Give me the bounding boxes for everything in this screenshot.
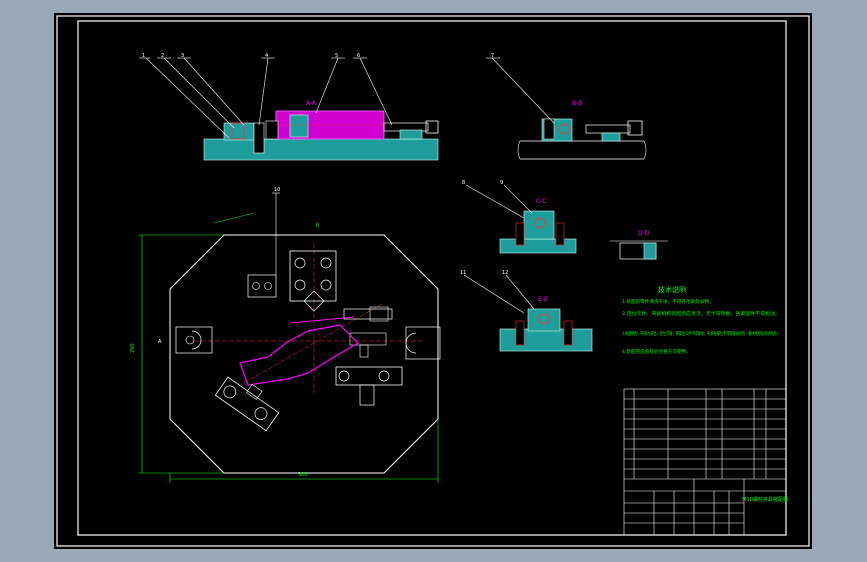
section-c: C-C 8 9 xyxy=(462,180,577,254)
section-e: E-E 11 12 xyxy=(460,270,593,352)
side-screw xyxy=(585,124,631,134)
balloon-1: 1 xyxy=(142,53,145,59)
front-pin xyxy=(253,122,265,154)
drawing-canvas: A-A 1 2 3 4 5 6 xyxy=(56,15,810,547)
balloon-6: 6 xyxy=(357,53,360,59)
balloon-7: 7 xyxy=(491,53,494,59)
balloon-2: 2 xyxy=(161,53,164,59)
front-left-bolt xyxy=(231,122,245,140)
balloon-3: 3 xyxy=(181,53,184,59)
balloon-10: 10 xyxy=(274,187,280,193)
inner-border xyxy=(77,20,787,536)
front-jaw xyxy=(265,120,279,140)
drawing-title: M10螺柱夹具装配图 xyxy=(742,496,788,503)
technical-notes: 技术说明 1.装配前零件清洗干净，不得有毛刺及异物。 2.定位元件、夹紧机构装配… xyxy=(622,285,780,355)
notes-line-4: 4.装配完成后检验合格方可使用。 xyxy=(622,348,691,355)
section-mark-top: B xyxy=(316,223,320,229)
section-label-small: D-D xyxy=(638,230,650,237)
notes-heading: 技术说明 xyxy=(658,285,686,294)
balloon-8: 8 xyxy=(462,180,465,186)
section-label-lower: E-E xyxy=(538,296,548,303)
section-d: D-D xyxy=(610,230,668,260)
balloon-11: 11 xyxy=(460,270,466,276)
side-view: B-B 7 xyxy=(486,53,647,160)
outer-border xyxy=(56,15,810,547)
front-knob xyxy=(425,120,439,134)
octagon-base xyxy=(169,234,439,474)
plan-view: 300 250 xyxy=(130,187,441,483)
section-label-mid: C-C xyxy=(536,198,547,205)
notes-line-2: 2.定位元件、夹紧机构装配后应灵活，无卡滞现象，各紧固件不得松动。 xyxy=(622,310,780,317)
section-mark-left: A xyxy=(158,339,162,345)
dimension-width: 300 xyxy=(298,472,308,478)
front-clamp-insert xyxy=(289,114,309,138)
front-view: A-A 1 2 3 4 5 6 xyxy=(139,53,439,161)
balloon-12: 12 xyxy=(502,270,508,276)
notes-line-1: 1.装配前零件清洗干净，不得有毛刺及异物。 xyxy=(622,298,714,305)
balloon-4: 4 xyxy=(265,53,268,59)
balloon-5: 5 xyxy=(335,53,338,59)
section-label-front: A-A xyxy=(306,100,317,107)
section-label-right: B-B xyxy=(572,100,582,107)
front-base-plate xyxy=(203,138,439,161)
front-screw-seat xyxy=(399,129,423,140)
drawing-sheet: A-A 1 2 3 4 5 6 xyxy=(54,13,812,549)
balloon-9: 9 xyxy=(500,180,503,186)
notes-line-3: 3.按图装配，夹紧力适当，定位可靠；夹紧后工件不得移动，夹具各部位不得有磕碰划伤… xyxy=(622,330,780,337)
title-block xyxy=(623,388,787,536)
workpiece-outline xyxy=(239,324,359,386)
dimension-height: 250 xyxy=(130,343,136,353)
